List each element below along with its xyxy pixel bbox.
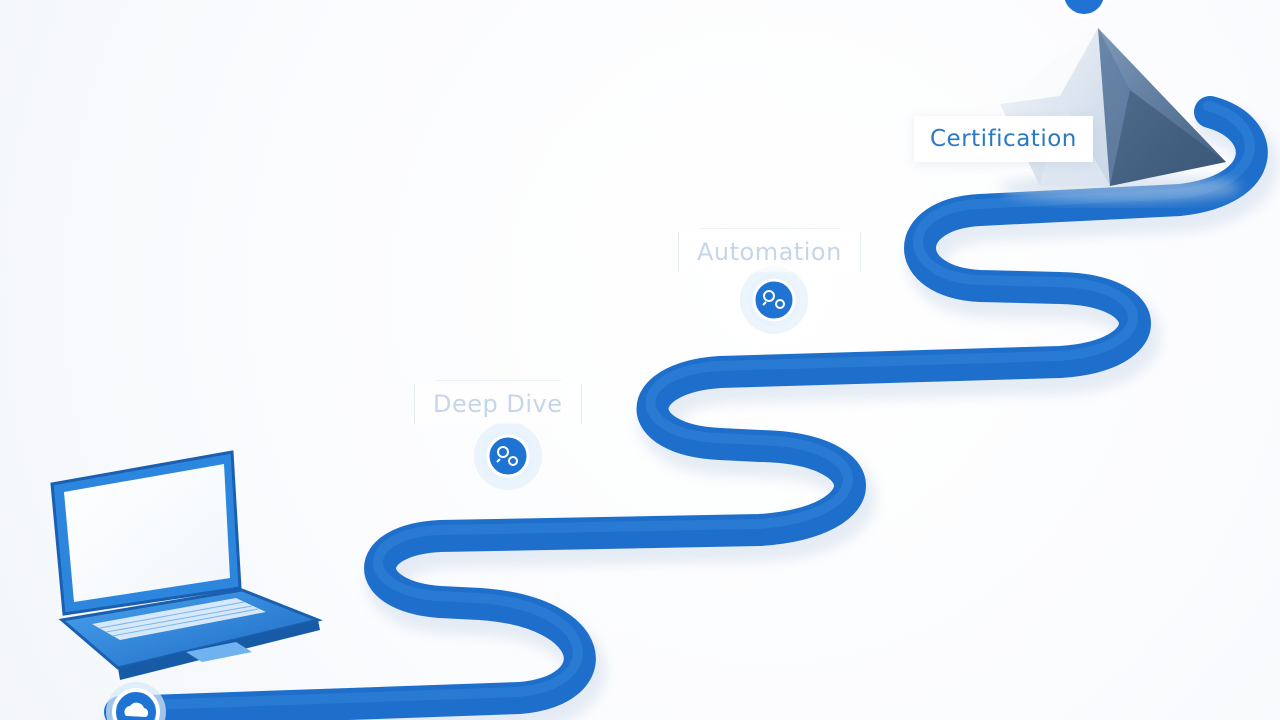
summit-node: [1060, 0, 1108, 18]
cloud-icon: [124, 702, 149, 717]
automation-label: Automation: [678, 228, 861, 272]
gears-icon: [762, 290, 785, 309]
automation-label-text: Automation: [697, 238, 842, 266]
certification-label-text: Certification: [930, 126, 1077, 152]
deep-dive-node: [474, 422, 542, 490]
winding-road: [104, 96, 1268, 720]
laptop-icon: [50, 450, 323, 680]
automation-node: [740, 266, 808, 334]
start-node: [106, 682, 166, 720]
certification-label: Certification: [914, 116, 1093, 162]
deep-dive-label: Deep Dive: [414, 380, 582, 424]
gears-icon: [496, 446, 518, 466]
deep-dive-label-text: Deep Dive: [433, 390, 563, 418]
winding-road-highlight: [113, 101, 1255, 711]
